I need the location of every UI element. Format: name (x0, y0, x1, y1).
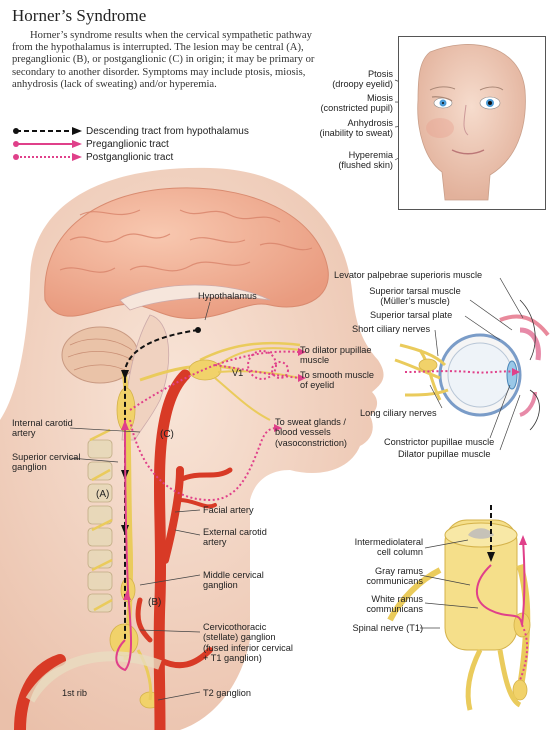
legend-label: Descending tract from hypothalamus (86, 125, 249, 137)
label-miosis: Miosis(constricted pupil) (320, 93, 393, 114)
label-to-sweat-glands: To sweat glands /blood vessels(vasoconst… (275, 417, 347, 448)
label-spinal-nerve: Spinal nerve (T1) (352, 623, 423, 633)
label-long-ciliary: Long ciliary nerves (360, 408, 437, 418)
spine-leader-lines (419, 539, 479, 629)
label-dilator-pupillae: Dilator pupillae muscle (398, 449, 491, 459)
legend-item-descending: Descending tract from hypothalamus (12, 125, 249, 137)
label-a: (A) (96, 489, 110, 500)
first-rib (25, 651, 162, 703)
label-anhydrosis: Anhydrosis(inability to sweat) (319, 118, 393, 139)
descending-arrow-icon (13, 127, 82, 135)
label-c: (C) (160, 429, 174, 440)
postganglionic-tract-path (129, 350, 301, 502)
label-hypothalamus: Hypothalamus (198, 291, 257, 301)
cervical-spine (87, 439, 113, 613)
label-tarsal-plate: Superior tarsal plate (370, 310, 453, 320)
label-ptosis: Ptosis(droopy eyelid) (332, 69, 393, 90)
label-first-rib: 1st rib (62, 688, 88, 698)
trigeminal-ganglion (188, 359, 222, 381)
eye-leader-lines (429, 277, 524, 451)
descending-tract-path (124, 329, 199, 640)
label-v1: V1 (232, 368, 244, 378)
label-t2-ganglion: T2 ganglion (203, 688, 252, 698)
brain (44, 187, 329, 319)
label-hyperemia: Hyperemia(flushed skin) (338, 150, 393, 171)
spinal-preganglionic-path (475, 539, 526, 626)
label-short-ciliary: Short ciliary nerves (352, 324, 431, 334)
legend-label: Preganglionic tract (86, 138, 169, 150)
preganglionic-tract-path (115, 419, 132, 672)
page-title: Horner’s Syndrome (12, 6, 147, 25)
label-b: (B) (148, 597, 162, 608)
brain-gyri (59, 209, 313, 273)
legend-item-postganglionic: Postganglionic tract (12, 151, 173, 163)
label-constrictor: Constrictor pupillae muscle (384, 437, 495, 447)
postganglionic-arrow-icon (13, 153, 82, 161)
eye-cross-section (438, 299, 550, 431)
intro-paragraph: Horner’s syndrome results when the cervi… (12, 30, 315, 90)
preganglionic-arrow-icon (13, 140, 82, 148)
label-levator: Levator palpebrae superioris muscle (334, 270, 483, 280)
legend-label: Postganglionic tract (86, 151, 174, 163)
legend-item-preganglionic: Preganglionic tract (12, 138, 169, 150)
label-cervicothoracic: Cervicothoracic(stellate) ganglion(fused… (203, 622, 293, 664)
label-facial-artery: Facial artery (203, 505, 254, 515)
face-inset-frame (398, 36, 546, 210)
corpus-callosum (119, 284, 271, 311)
eye-nerves (394, 343, 449, 401)
label-superior-tarsal-muscle: Superior tarsal muscle(Müller’s muscle) (369, 286, 461, 307)
ciliary-ganglion (418, 358, 438, 372)
head-leader-lines (69, 301, 211, 701)
